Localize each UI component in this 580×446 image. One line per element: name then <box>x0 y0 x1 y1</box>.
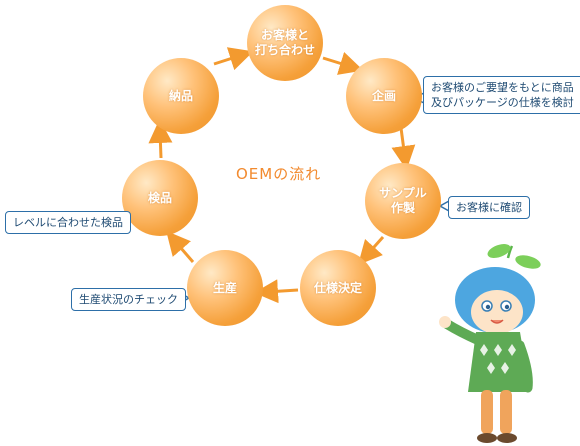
step-label: 生産 <box>212 280 237 295</box>
step-label: 納品 <box>168 88 193 103</box>
arrow-delivery-to-consult <box>213 47 254 71</box>
step-inspection: 検品 <box>122 160 198 236</box>
arrow-spec-to-production <box>254 279 299 304</box>
step-delivery: 納品 <box>143 58 219 134</box>
callout-sample: お客様に確認 <box>448 196 530 219</box>
arrow-production-to-inspection <box>166 230 195 263</box>
step-label: 企画 <box>371 88 396 103</box>
arrow-plan-to-sample <box>391 127 416 170</box>
callout-plan: お客様のご要望をもとに商品 及びパッケージの仕様を検討 <box>423 76 580 114</box>
step-plan: 企画 <box>346 58 422 134</box>
step-label: サンプル 作製 <box>379 186 427 215</box>
diagram-title: OEMの流れ <box>236 165 322 183</box>
arrow-inspection-to-delivery <box>148 119 173 159</box>
step-production: 生産 <box>187 250 263 326</box>
step-label: お客様と 打ち合わせ <box>254 28 315 57</box>
callout-production: 生産状況のチェック <box>71 288 186 311</box>
step-spec: 仕様決定 <box>300 250 376 326</box>
step-consult: お客様と 打ち合わせ <box>247 5 323 81</box>
step-label: 仕様決定 <box>313 280 362 295</box>
step-sample: サンプル 作製 <box>365 163 441 239</box>
arrow-consult-to-plan <box>322 51 364 75</box>
arrow-sample-to-spec <box>357 235 385 265</box>
callout-inspection: レベルに合わせた検品 <box>5 211 131 234</box>
step-label: 検品 <box>147 190 172 205</box>
